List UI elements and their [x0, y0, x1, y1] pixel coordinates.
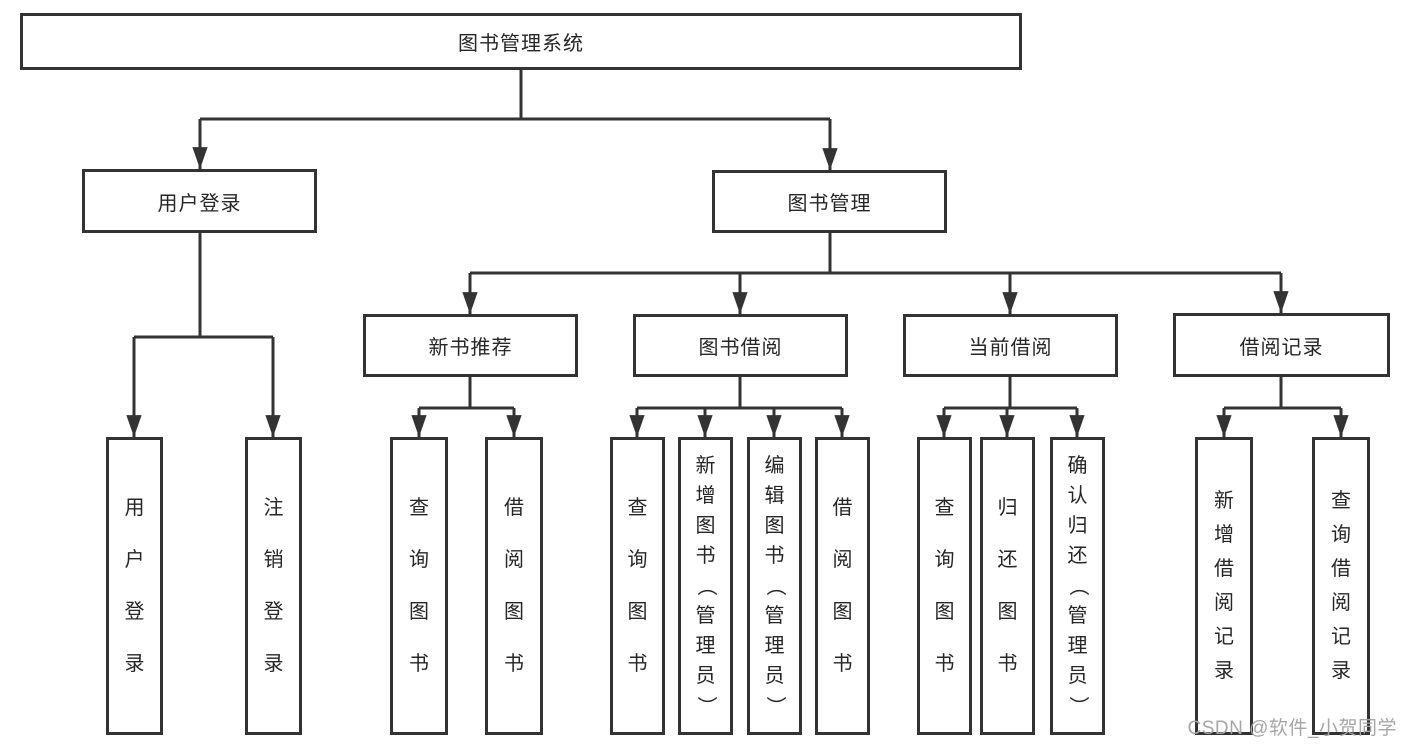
leaf-borrow-book-recommend: 借阅图书 [485, 437, 543, 735]
leaf-label: 查询图书 [409, 497, 429, 675]
node-user-login: 用户登录 [82, 169, 317, 233]
node-borrow-record: 借阅记录 [1173, 313, 1390, 377]
leaf-label: 新增图书（管理员） [694, 455, 717, 716]
leaf-label: 用户登录 [124, 497, 145, 675]
leaf-query-book-recommend: 查询图书 [390, 437, 448, 735]
connector-line [134, 70, 1341, 410]
leaf-label: 编辑图书（管理员） [763, 455, 786, 716]
leaf-add-borrow-record: 新增借阅记录 [1195, 437, 1253, 735]
node-book-borrow: 图书借阅 [633, 314, 848, 377]
leaf-label: 注销登录 [263, 497, 284, 675]
node-root-system: 图书管理系统 [20, 13, 1022, 70]
leaf-label: 确认归还（管理员） [1066, 455, 1089, 716]
leaf-label: 借阅图书 [832, 497, 853, 675]
leaf-query-current: 查询图书 [917, 437, 972, 735]
leaf-label: 新增借阅记录 [1214, 490, 1234, 682]
leaf-label: 归还图书 [997, 497, 1018, 675]
node-book-management: 图书管理 [712, 170, 947, 233]
node-new-book-recommend: 新书推荐 [363, 314, 578, 377]
leaf-user-login: 用户登录 [106, 437, 163, 735]
leaf-label: 查询图书 [934, 497, 955, 675]
leaf-label: 借阅图书 [504, 497, 524, 675]
leaf-borrow-book: 借阅图书 [815, 437, 870, 735]
csdn-watermark: CSDN @软件_小贺同学 [1187, 718, 1397, 739]
leaf-query-borrow-record: 查询借阅记录 [1312, 437, 1370, 735]
leaf-logout: 注销登录 [245, 437, 302, 735]
leaf-return-book: 归还图书 [980, 437, 1035, 735]
leaf-add-book-admin: 新增图书（管理员） [678, 437, 733, 735]
leaf-query-book: 查询图书 [610, 437, 665, 735]
leaf-edit-book-admin: 编辑图书（管理员） [747, 437, 802, 735]
node-current-borrow: 当前借阅 [903, 314, 1118, 377]
leaf-label: 查询借阅记录 [1331, 490, 1351, 682]
leaf-label: 查询图书 [627, 497, 648, 675]
leaf-confirm-return-admin: 确认归还（管理员） [1050, 437, 1105, 735]
